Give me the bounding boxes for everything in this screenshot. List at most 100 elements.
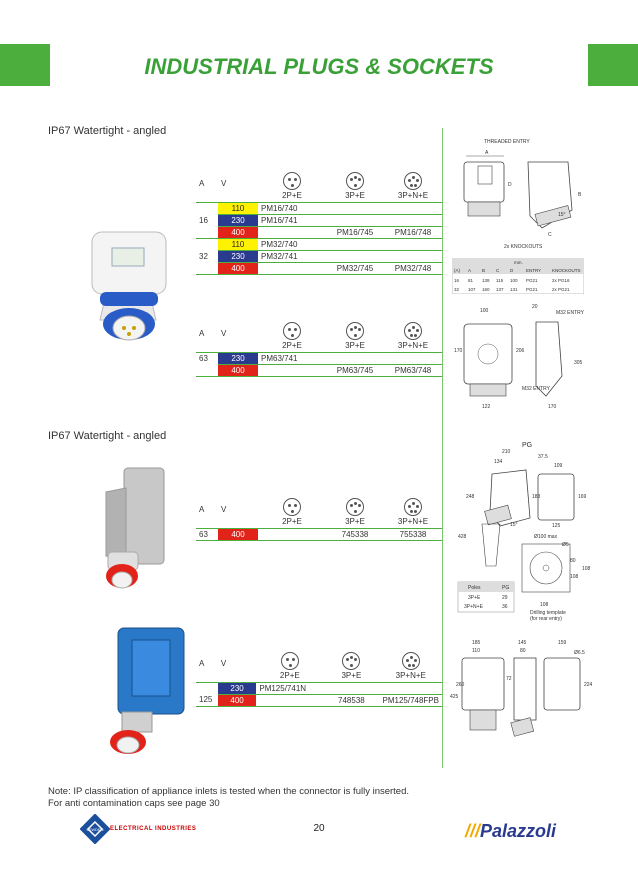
dim-125: 125 [552,523,561,529]
header-v: V [217,658,257,671]
dimension-drawing-1: THREADED ENTRY A D B 15° C 2x KNOCKOUTS [463,139,582,250]
table-icon-row [196,322,442,340]
dim-159: 159 [558,640,567,646]
cell-a: 32 [199,251,208,261]
label-rear-entry: (for rear entry) [530,616,562,622]
socket-3pne-icon [404,172,422,190]
cell-v: 400 [218,528,258,541]
palazzoli-logo: ///Palazzoli [465,821,556,842]
dim-80: 80 [520,648,526,654]
cell-v: 230 [218,352,258,365]
socket-3pne-icon [404,322,422,340]
cell-a: 63 [199,353,208,363]
header-3pe: 3P+E [326,190,384,203]
cell-p1 [256,694,324,707]
cell-p1 [258,528,326,541]
cell-p3 [384,352,442,365]
cell-a: 63 [196,528,218,541]
header-3pne: 3P+N+E [384,340,442,353]
section-title-1: IP67 Watertight - angled [48,125,167,137]
th-col: D [510,268,514,273]
footnote: Note: IP classification of appliance inl… [48,786,409,810]
td-cell: 107 [468,287,476,292]
cell-p3 [384,250,442,263]
cell-v: 400 [218,262,258,275]
td-pg-2: 36 [502,604,508,610]
td-cell: 131 [510,287,518,292]
cell-p2 [326,352,384,365]
header-2pe: 2P+E [258,516,326,529]
header-a: A [196,658,218,671]
dim-80: 80 [570,558,576,564]
socket-3pne-icon [401,652,420,670]
dim-183: 183 [532,494,541,500]
palazzoli-bars-icon: /// [465,821,481,841]
header-bar-right [588,44,638,86]
product-image-socket-125 [110,627,185,754]
td-cell: 2x PG16 [552,278,570,283]
dim-15deg: 15° [510,522,518,528]
section-title-2: IP67 Watertight - angled [48,430,167,442]
cell-p2: PM63/745 [326,364,384,377]
dim-angle: 15° [558,212,566,218]
socket-3pe-icon [346,322,364,340]
cell-p1: PM16/741 [258,214,326,227]
th-col: C [496,268,500,273]
header-bar-left [0,44,50,86]
td-cell: 137 [496,287,504,292]
dim-122: 122 [482,404,491,410]
lewden-logo: LEWDEN [80,814,110,844]
cell-p1 [258,262,326,275]
label-threaded-entry: THREADED ENTRY [484,139,530,145]
cell-p2: 745338 [326,528,384,541]
th-pg: PG [502,585,509,591]
dim-248: 248 [466,494,475,500]
socket-2pe-icon [283,498,301,516]
dimension-drawing-2: 100 20 M32 ENTRY 170 206 305 M32 ENTRY 1… [454,304,585,410]
dim-170-left: 170 [454,348,463,354]
dim-169: 169 [578,494,587,500]
dim-20: 20 [532,304,538,310]
note-line-2: For anti contamination caps see page 30 [48,798,220,809]
dim-108-h: 108 [540,602,549,608]
header-v: V [218,328,258,341]
dimension-drawing-4: 185 145 159 110 80 Ø6.5 425 260 72 224 [450,640,592,737]
th-poles: Poles [468,585,481,591]
cell-p3: PM32/748 [384,262,442,275]
dim-134: 134 [494,459,503,465]
table-icon-row [196,652,442,670]
cell-p1: PM125/741N [256,682,324,695]
th-col: ENTRY [526,268,541,273]
cell-a [196,238,218,250]
label-m32-entry-top: M32 ENTRY [556,310,585,316]
header-3pne: 3P+N+E [379,670,442,683]
dim-37-5: 37.5 [538,454,548,460]
cell-v: 230 [218,214,258,227]
cell-p1: PM63/741 [258,352,326,365]
socket-2pe-icon [283,322,301,340]
product-image-socket-63 [105,467,165,589]
page-title: INDUSTRIAL PLUGS & SOCKETS [144,54,494,79]
header-2pe: 2P+E [256,670,324,683]
dim-c: C [548,232,552,238]
dim-100: 100 [480,308,489,314]
td-cell: 139 [482,278,490,283]
cell-a [196,682,218,694]
td-poles-2: 3P+N+E [464,604,484,610]
cell-p3: PM125/748FPB [379,694,442,707]
cell-v: 110 [218,202,258,215]
th-col: B [482,268,485,273]
cell-p3 [379,682,442,695]
dim-d: D [508,182,512,188]
header-a: A [196,504,218,517]
